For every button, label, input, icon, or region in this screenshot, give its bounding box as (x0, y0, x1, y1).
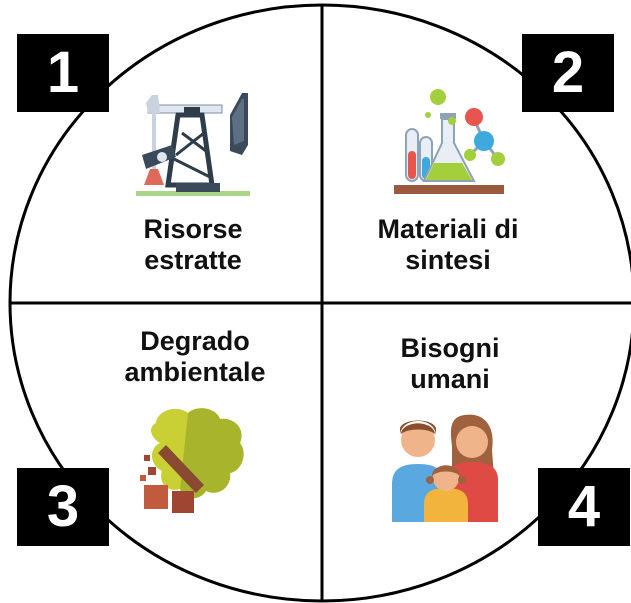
quadrant-3-label: Degrado ambientale (85, 326, 305, 388)
quadrant-1-label-line2: estratte (144, 245, 242, 275)
quadrant-2-label: Materiali di sintesi (338, 214, 558, 276)
quadrant-3-label-line2: ambientale (124, 357, 266, 387)
quadrant-4-label-line2: umani (410, 364, 490, 394)
oil-pump-icon (136, 93, 250, 196)
laboratory-flasks-icon (394, 89, 505, 194)
quadrant-3-label-line1: Degrado (140, 326, 250, 356)
step-badge-2: 2 (522, 34, 614, 112)
step-badge-3: 3 (17, 468, 109, 546)
quadrant-4-label: Bisogni umani (340, 333, 560, 395)
quadrant-4-label-line1: Bisogni (400, 333, 500, 363)
step-badge-4: 4 (538, 468, 630, 546)
quadrant-1-label-line1: Risorse (143, 214, 243, 244)
quadrant-2-label-line1: Materiali di (377, 214, 519, 244)
step-badge-1: 1 (17, 34, 109, 112)
fallen-tree-icon (140, 408, 244, 513)
family-icon (392, 414, 498, 522)
quadrant-1-label: Risorse estratte (83, 214, 303, 276)
quadrant-2-label-line2: sintesi (405, 245, 491, 275)
